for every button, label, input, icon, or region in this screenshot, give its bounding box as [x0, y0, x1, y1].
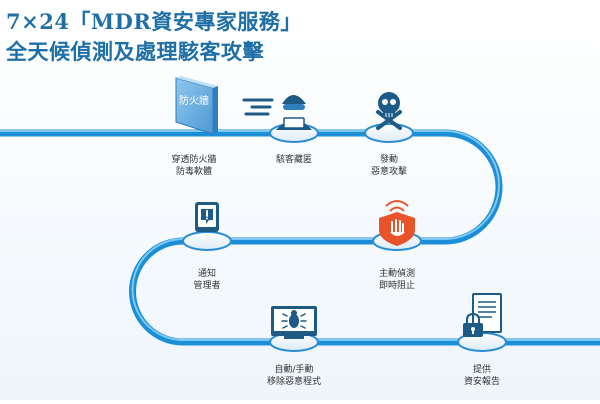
node-detect: [372, 200, 422, 251]
step-label-remove: 自動/手動移除惡意程式: [266, 365, 321, 387]
step-label-firewall: 穿透防火牆防毒軟體: [171, 155, 217, 177]
skull-crossbones-icon: [376, 92, 402, 130]
node-notify: [182, 202, 232, 251]
node-report: [457, 293, 507, 352]
step-label-detect: 主動偵測即時阻止: [378, 269, 415, 291]
bug-monitor-icon: [271, 306, 317, 339]
stop-hand-icon: [379, 200, 415, 246]
step-label-report: 提供資安報告: [463, 365, 500, 387]
flow-track: [0, 129, 600, 346]
hacker-icon: [242, 95, 312, 130]
step-label-hacker: 駭客藏匿: [275, 155, 312, 165]
flow-track-highlight: [0, 130, 600, 341]
firewall-panel-text: 防火牆: [179, 94, 209, 107]
step-label-attack: 發動惡意攻擊: [370, 155, 407, 177]
alert-tablet-icon: [195, 202, 219, 232]
node-attack: [364, 92, 414, 143]
title-line-2: 全天候偵測及處理駭客攻擊: [6, 39, 264, 64]
node-hacker: [242, 95, 319, 143]
node-remove: [269, 306, 319, 352]
report-lock-icon: [463, 293, 502, 337]
title-line-1: 7×24「MDR資安專家服務」: [6, 9, 302, 34]
firewall-panel-icon: 防火牆: [175, 76, 218, 135]
step-label-notify: 通知管理者: [193, 269, 221, 291]
